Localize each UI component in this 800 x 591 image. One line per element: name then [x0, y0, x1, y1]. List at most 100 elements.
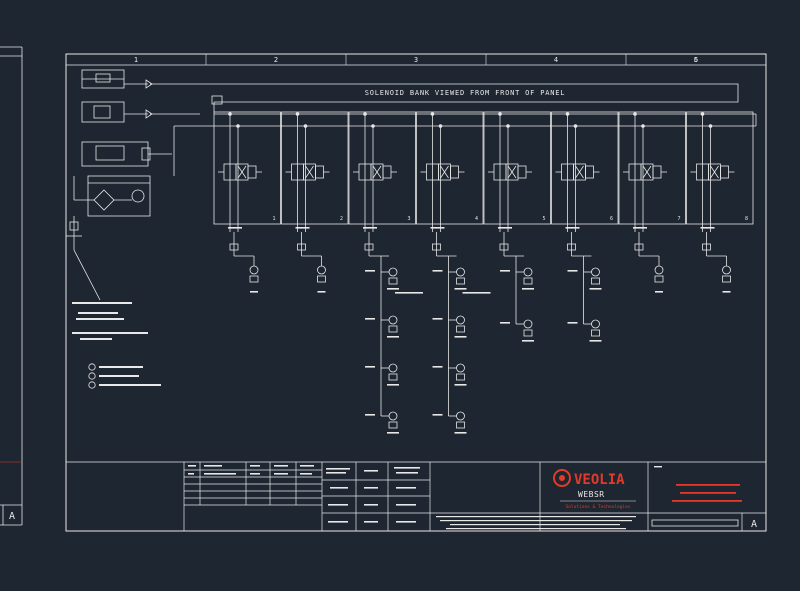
device-body [456, 373, 465, 381]
valve-tag-bar [295, 227, 310, 229]
output-branch [634, 232, 664, 293]
output-branch [364, 232, 423, 434]
adjacent-sheet [0, 46, 23, 526]
valve-cell [213, 111, 281, 225]
division-name: Solutions & Technologies [565, 504, 630, 510]
valve-arrow [440, 165, 449, 179]
valve-number: 2 [340, 216, 343, 222]
tap-tag [365, 318, 375, 320]
needle-valve [634, 243, 644, 251]
solenoid-valve: 8 [686, 111, 754, 232]
solenoid-valve: 5 [483, 111, 551, 232]
solenoid-valve: 1 [213, 111, 281, 232]
valve-cell [281, 111, 349, 225]
actuator-device [722, 265, 731, 275]
needle-valve [229, 243, 239, 251]
actuator-device [591, 319, 600, 329]
valve-number: 7 [677, 216, 680, 222]
tap-tag [432, 318, 443, 320]
junction-dot [363, 112, 367, 116]
output-branch [702, 232, 731, 293]
junction-dot [498, 112, 502, 116]
device-body [388, 277, 398, 285]
valve-arrow [372, 165, 382, 179]
tap-tag [500, 322, 510, 324]
device-tag [317, 291, 326, 293]
device-body [722, 275, 731, 283]
needle-valve [499, 243, 509, 251]
device-body [317, 275, 326, 283]
device-tag [454, 288, 467, 290]
tap-tag [365, 366, 375, 368]
actuator-device [654, 265, 664, 275]
valve-tag-bar [363, 227, 377, 229]
left-actuators [81, 69, 172, 167]
output-branch [297, 232, 326, 293]
valve-cell [686, 111, 754, 225]
actuator-device [388, 411, 398, 421]
junction-dot [430, 112, 435, 116]
title-red-text [672, 484, 742, 502]
junction-dot [565, 112, 570, 116]
output-branches [229, 232, 731, 434]
device-tag [655, 291, 663, 293]
valve-cell [618, 111, 686, 225]
device-tag [454, 336, 467, 338]
device-body [523, 277, 533, 285]
junction-dot [633, 112, 637, 116]
output-branch [432, 232, 491, 434]
tap-tag [365, 270, 375, 272]
tap-tag [567, 270, 578, 272]
solenoid-bank-banner: SOLENOID BANK VIEWED FROM FRONT OF PANEL [365, 89, 566, 97]
device-body [456, 277, 465, 285]
junction-dot [506, 124, 510, 128]
actuator-device [456, 267, 465, 277]
zone-number: 2 [274, 56, 278, 64]
junction-dot [228, 112, 232, 116]
output-branch [499, 232, 534, 342]
valve-number: 6 [610, 216, 613, 222]
actuator-device [388, 363, 398, 373]
actuator-device [456, 315, 465, 325]
device-tag [387, 432, 399, 434]
valve-tag-bar [228, 227, 242, 229]
valve-tag-bar [430, 227, 445, 229]
filter-regulator-assembly [66, 175, 151, 301]
junction-dot [295, 112, 300, 116]
junction-dot [700, 112, 705, 116]
junction-dot [303, 124, 308, 128]
device-body [249, 275, 259, 283]
tap-tag [432, 366, 443, 368]
valve-cell [348, 111, 416, 225]
title-block-text-bars [188, 465, 739, 530]
device-tag [454, 384, 467, 386]
solenoid-valve: 4 [416, 111, 484, 232]
junction-dot [371, 124, 375, 128]
solenoid-valve: 3 [348, 111, 416, 232]
junction-dot [236, 124, 240, 128]
output-branch [229, 232, 259, 293]
tap-tag [432, 414, 443, 416]
device-body [456, 421, 465, 429]
needle-valve [364, 243, 374, 251]
device-tag [454, 432, 467, 434]
device-tag [387, 384, 399, 386]
legend-text-bars [99, 366, 161, 386]
solenoid-valve: 7 [618, 111, 686, 232]
junction-dot [641, 124, 645, 128]
output-branch [567, 232, 602, 342]
brand-name: VEOLIA [574, 472, 625, 488]
needle-valve [432, 243, 441, 251]
device-body [591, 277, 600, 285]
junction-dot [573, 124, 578, 128]
valve-tag-bar [633, 227, 647, 229]
branch-note [395, 292, 423, 294]
actuator-device [456, 363, 465, 373]
device-body [654, 275, 664, 283]
device-body [591, 329, 600, 337]
device-tag [589, 340, 602, 342]
valve-number: 3 [407, 216, 410, 222]
adjacent-sheet-rev: A [9, 511, 15, 522]
